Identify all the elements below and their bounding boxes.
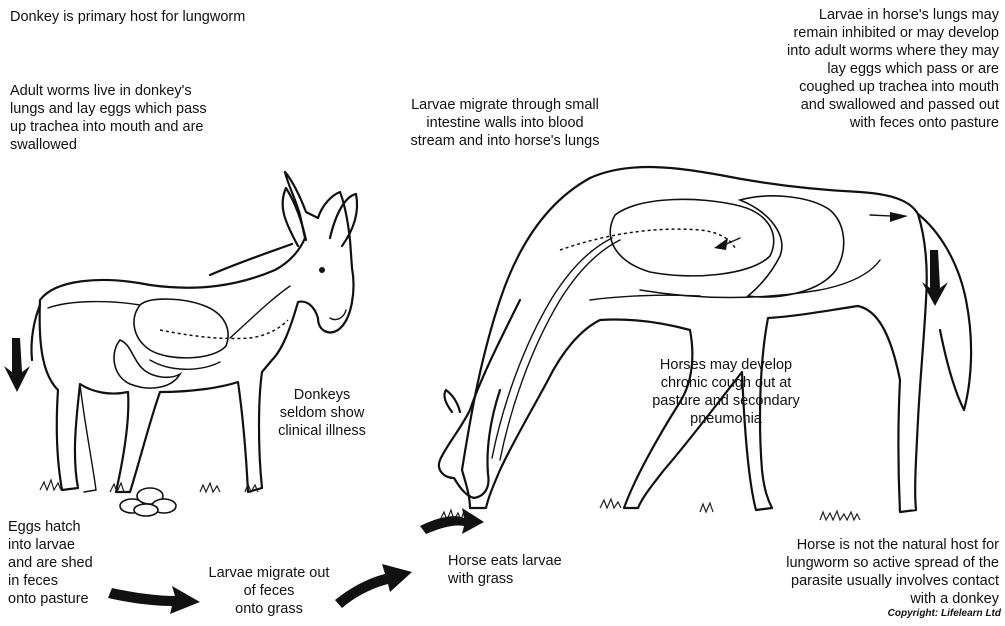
caption-adult-worms-donkey: Adult worms live in donkey's lungs and l…: [10, 82, 207, 154]
caption-larvae-out-of-feces: Larvae migrate out of feces onto grass: [194, 564, 344, 618]
arrow-eggs-to-larvae: [108, 586, 200, 614]
caption-horse-not-natural-host: Horse is not the natural host for lungwo…: [739, 536, 999, 608]
caption-donkeys-seldom-illness: Donkeys seldom show clinical illness: [262, 386, 382, 440]
caption-eggs-hatch: Eggs hatch into larvae and are shed in f…: [8, 518, 93, 608]
caption-larvae-migrate-intestine: Larvae migrate through small intestine w…: [400, 96, 610, 150]
caption-horse-eats-larvae: Horse eats larvae with grass: [448, 552, 562, 588]
donkey-drawing: [31, 172, 357, 492]
caption-horses-chronic-cough: Horses may develop chronic cough out at …: [636, 356, 816, 428]
arrow-feces-drop: [4, 338, 30, 392]
caption-larvae-horse-lungs: Larvae in horse's lungs may remain inhib…: [739, 6, 999, 132]
copyright-notice: Copyright: Lifelearn Ltd: [888, 608, 1001, 619]
caption-donkey-primary-host: Donkey is primary host for lungworm: [10, 8, 245, 26]
arrow-larvae-to-horse: [335, 564, 412, 608]
